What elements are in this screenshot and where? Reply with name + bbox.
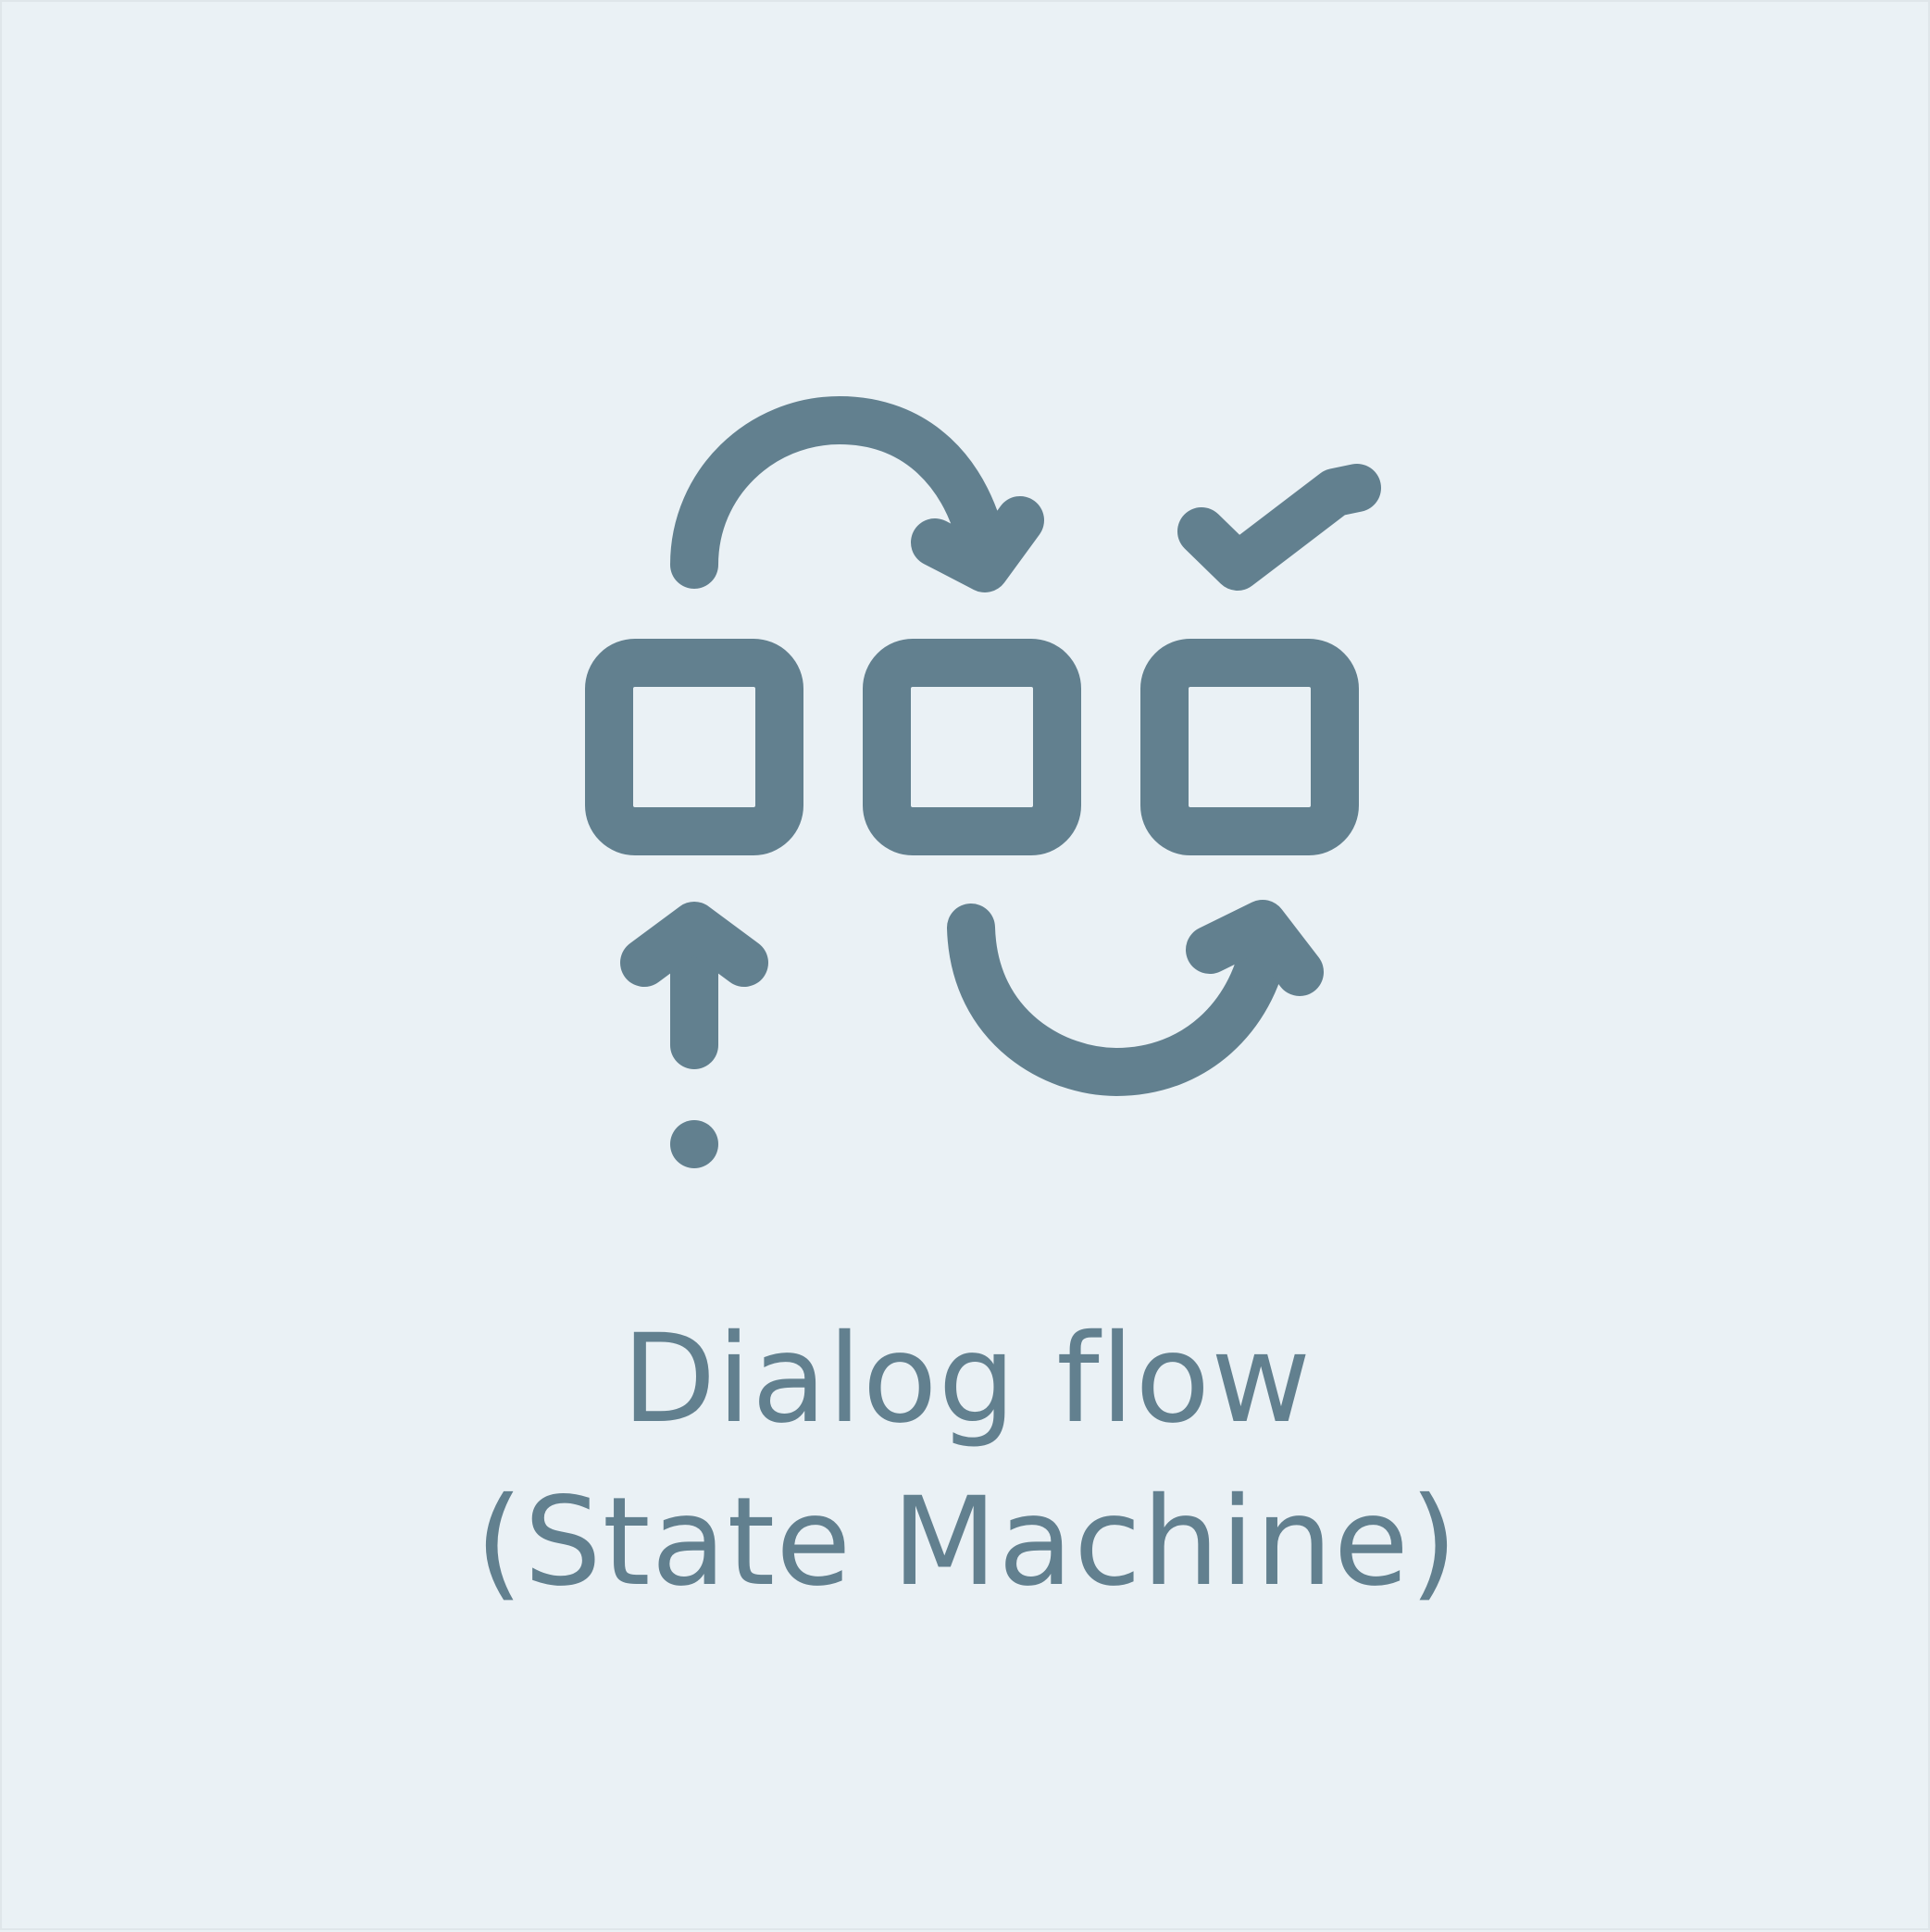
state-box-1: [585, 639, 803, 855]
check-icon: [1177, 464, 1381, 591]
caption-subtitle: (State Machine): [475, 1471, 1459, 1614]
transition-arrow-bottom-icon: [947, 900, 1324, 1096]
state-box-2: [863, 639, 1081, 855]
transition-arrow-top-icon: [670, 396, 1044, 592]
caption-title: Dialog flow: [621, 1308, 1313, 1451]
caption: Dialog flow (State Machine): [2, 1298, 1930, 1624]
start-dot-icon: [670, 1120, 718, 1168]
entry-arrow-icon: [620, 902, 768, 1069]
state-box-3: [1140, 639, 1359, 855]
